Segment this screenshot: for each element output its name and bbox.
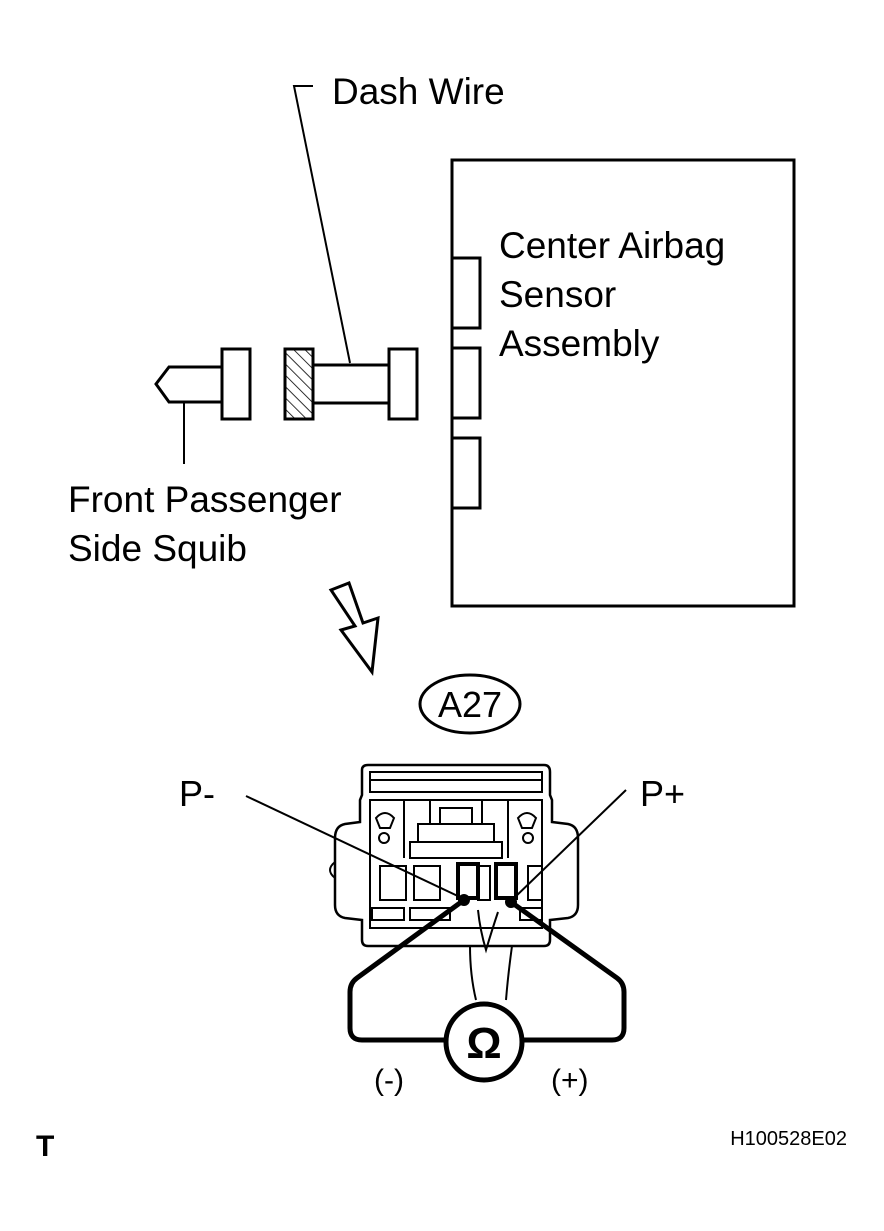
squib-label-line2: Side Squib — [68, 528, 247, 569]
figure-code: H100528E02 — [730, 1128, 847, 1150]
corner-mark: T — [36, 1130, 54, 1163]
center-airbag-label-line2: Sensor — [499, 274, 616, 315]
plus-probe-label: (+) — [551, 1064, 589, 1097]
connector-cable — [469, 909, 513, 1001]
p-minus-probe-tip — [458, 894, 470, 906]
ohm-symbol: Ω — [466, 1019, 501, 1068]
p-plus-label: P+ — [640, 773, 685, 814]
down-arrow-icon — [328, 581, 380, 676]
terminal-p-plus — [494, 862, 518, 900]
connector-id-label: A27 — [438, 684, 502, 725]
dash-wire-end-connector — [387, 347, 419, 421]
ohmmeter-leads — [347, 897, 627, 1043]
ohmmeter-icon — [443, 1001, 525, 1083]
minus-probe-label: (-) — [374, 1064, 404, 1097]
p-minus-label: P- — [179, 773, 215, 814]
p-plus-leader-line — [511, 789, 627, 901]
p-minus-leader-line — [245, 795, 463, 899]
center-airbag-label-line1: Center Airbag — [499, 225, 725, 266]
center-airbag-label-line3: Assembly — [499, 323, 660, 364]
center-airbag-sensor-assembly — [450, 158, 796, 608]
sensor-connector-slot-2 — [450, 346, 482, 420]
dash-wire-cable — [311, 363, 391, 405]
squib-plug — [154, 365, 222, 404]
dash-wire-label: Dash Wire — [332, 71, 505, 112]
squib-label-line1: Front Passenger — [68, 479, 342, 520]
front-passenger-side-squib — [154, 347, 252, 421]
dash-wire-hatched-connector — [283, 347, 315, 421]
connector-id-badge — [418, 673, 522, 735]
terminal-p-minus — [456, 862, 480, 900]
sensor-connector-slot-3 — [450, 436, 482, 510]
sensor-connector-slot-1 — [450, 256, 482, 330]
squib-connector — [220, 347, 252, 421]
dash-wire-harness — [283, 347, 419, 421]
connector-face — [329, 763, 580, 948]
sensor-body — [450, 158, 796, 608]
dash-wire-leader-line — [292, 85, 351, 364]
